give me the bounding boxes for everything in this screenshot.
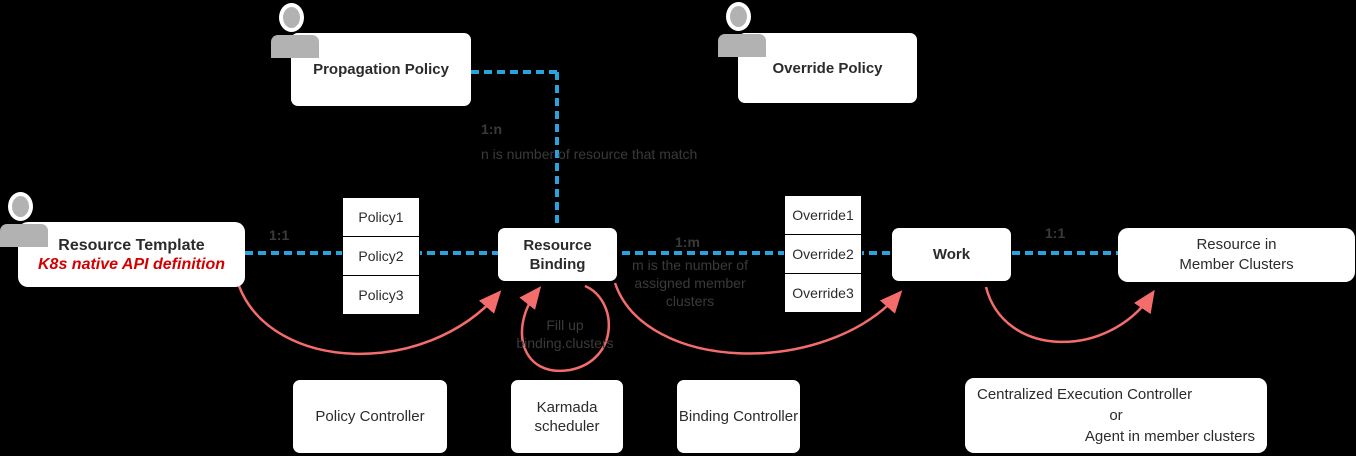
node-label-line1: Resource in xyxy=(1196,236,1277,253)
node-policy-controller: Policy Controller xyxy=(293,380,447,453)
note-binding-line3: clusters xyxy=(665,293,715,309)
policy-box: Policy3 xyxy=(342,275,420,315)
note-fill-up-line2: binding.clusters xyxy=(516,335,614,351)
note-fill-up-line1: Fill up xyxy=(546,317,584,333)
node-subtitle: K8s native API definition xyxy=(38,255,225,273)
connector-template-to-member-clusters xyxy=(245,251,1118,255)
policy-stack: Policy1 Policy2 Policy3 xyxy=(342,197,420,315)
note-fill-up: Fill up binding.clusters xyxy=(505,316,625,352)
policy-box: Policy1 xyxy=(342,197,420,237)
note-binding: m is the number of assigned member clust… xyxy=(604,256,776,310)
ratio-label-template: 1:1 xyxy=(269,227,290,243)
node-label-line1: Resource xyxy=(523,236,592,254)
node-resource-template: Resource Template K8s native API definit… xyxy=(18,222,245,287)
arrow-policy-controller-flow xyxy=(237,285,502,356)
arrow-scheduler-fillup-loop xyxy=(519,284,611,373)
node-resource-in-member-clusters: Resource in Member Clusters xyxy=(1118,228,1355,282)
person-icon xyxy=(271,3,319,58)
person-icon xyxy=(0,192,48,247)
person-icon xyxy=(718,2,766,57)
node-resource-binding: Resource Binding xyxy=(498,228,617,281)
node-label-line1: Karmada xyxy=(536,398,598,416)
note-binding-line1: m is the number of xyxy=(632,257,748,273)
person-head xyxy=(726,2,751,31)
ratio-label-propagation: 1:n xyxy=(481,121,502,137)
node-label-line2: scheduler xyxy=(534,417,600,435)
override-box: Override1 xyxy=(784,195,862,235)
override-stack: Override1 Override2 Override3 xyxy=(784,195,862,313)
person-torso xyxy=(718,34,766,57)
node-label-line3: Agent in member clusters xyxy=(1084,428,1255,445)
node-propagation-policy: Propagation Policy xyxy=(291,33,471,106)
person-torso xyxy=(271,35,319,58)
override-box: Override3 xyxy=(784,273,862,313)
node-label-line2: or xyxy=(1109,407,1123,424)
ratio-label-binding: 1:m xyxy=(675,234,700,250)
connector-propagation-horizontal xyxy=(471,70,559,74)
note-propagation: n is number of resource that match xyxy=(481,146,698,162)
node-label-line2: Member Clusters xyxy=(1179,256,1294,273)
note-binding-line2: assigned member xyxy=(634,275,746,291)
node-override-policy: Override Policy xyxy=(738,33,917,103)
person-head xyxy=(8,192,33,221)
node-label-line2: Binding xyxy=(529,255,586,273)
node-label: Propagation Policy xyxy=(313,61,449,78)
policy-box: Policy2 xyxy=(342,236,420,276)
person-head xyxy=(279,3,304,32)
node-title: Resource Template xyxy=(58,236,205,254)
node-label: Binding Controller xyxy=(678,408,799,425)
person-torso xyxy=(0,224,48,247)
arrow-execution-flow xyxy=(984,286,1155,344)
node-label: Work xyxy=(932,246,971,263)
node-karmada-scheduler: Karmada scheduler xyxy=(511,380,623,453)
node-binding-controller: Binding Controller xyxy=(677,380,800,453)
node-label: Policy Controller xyxy=(315,408,425,425)
override-box: Override2 xyxy=(784,234,862,274)
node-label-line1: Centralized Execution Controller xyxy=(977,386,1193,403)
connector-propagation-vertical xyxy=(555,72,559,228)
ratio-label-work: 1:1 xyxy=(1045,225,1066,241)
node-execution-controller: Centralized Execution Controller or Agen… xyxy=(965,378,1267,453)
arrow-binding-controller-flow xyxy=(613,282,903,355)
node-work: Work xyxy=(892,228,1011,281)
node-label: Override Policy xyxy=(772,59,883,77)
